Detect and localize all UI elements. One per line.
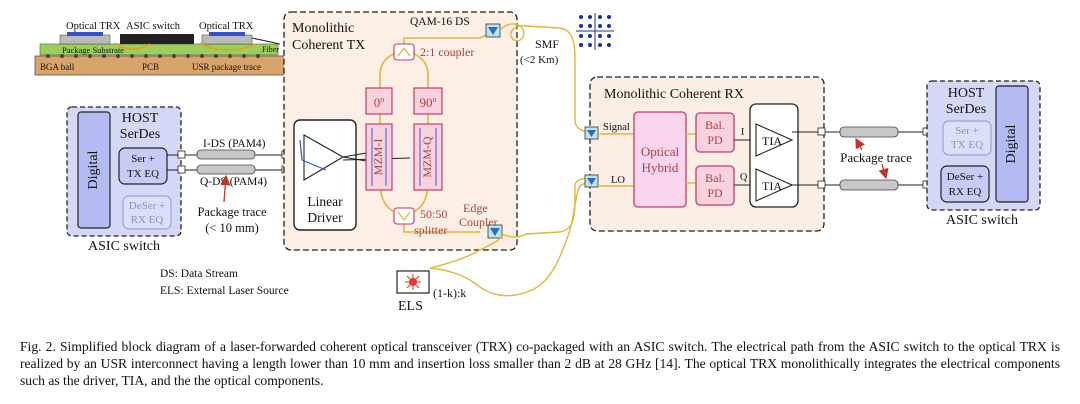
mzm-i-label: MZM-I [371,139,385,176]
smf-fiber [429,23,591,297]
tx-title-line2: Coherent TX [292,38,365,53]
asic-switch-top-label: ASIC switch [126,21,181,32]
host-label-right: HOST [948,86,985,101]
ser-label-left: Ser + [131,153,155,165]
hybrid-label-1: Optical [641,144,680,159]
ser-label-right: Ser + [955,125,979,137]
coupler-label: 2:1 coupler [420,45,474,59]
phase-90-block [413,87,443,115]
package-trace-label-right: Package trace [840,150,912,165]
tx-title-line1: Monolithic [292,21,354,36]
qam16-constellation [576,13,614,50]
linear-driver-block [293,119,357,231]
legend-els: ELS: External Laser Source [160,285,289,297]
right-package-traces: Package trace [792,126,948,191]
asic-switch-label-left: ASIC switch [88,239,160,254]
mzm-i-block [365,123,393,191]
ser-tx-eq-block-left [118,147,168,185]
tia-top-label: TIA [762,134,782,148]
package-cross-section: Optical TRX ASIC switch Optical TRX Pack… [34,21,286,76]
phase-0-label: 0o [374,95,385,110]
splitter-label-1: 50:50 [420,207,447,221]
deser-rx-eq-block-right [940,165,990,203]
smf-length-label: (<2 Km) [520,54,559,66]
host-asic-right: Digital HOST SerDes Ser + TX EQ DeSer + … [926,80,1041,228]
package-trace-length-left: (< 10 mm) [205,221,259,235]
asic-switch-label-right: ASIC switch [946,213,1018,228]
coupler-2-1-block [393,43,415,61]
bga-balls [46,54,260,58]
phase-90-label: 90o [420,95,437,110]
fiber-label: Fiber [262,45,279,54]
pcb-label: PCB [142,62,159,72]
bal-pd-top-label-1: Bal. [705,118,725,132]
split-ratio-label: (1-k):k [433,286,466,300]
figure-caption: Fig. 2. Simplified block diagram of a la… [20,339,1060,388]
serdes-label-right: SerDes [946,102,986,117]
mzm-q-block [413,123,443,191]
optical-trx-right-label: Optical TRX [199,21,254,32]
coherent-rx-panel: Monolithic Coherent RX Signal LO Optical… [584,76,825,232]
rx-title: Monolithic Coherent RX [604,87,744,102]
optical-trx-left-label: Optical TRX [66,21,121,32]
deser-label-left: DeSer + [129,200,165,212]
usr-trace-label: USR package trace [192,62,261,72]
coherent-tx-panel: Monolithic Coherent TX QAM-16 DS Linear … [283,11,518,251]
linear-driver-label-2: Driver [307,210,343,225]
deser-rx-eq-block-left [122,195,172,230]
hybrid-label-2: Hybrid [642,160,679,175]
host-label-left: HOST [122,111,159,126]
left-package-traces: I-DS (PAM4) Q-DS (PAM4) Package trace (<… [167,138,294,235]
digital-label-right: Digital [1004,124,1019,163]
tia-bottom-label: TIA [762,179,782,193]
digital-label-left: Digital [86,150,101,189]
optical-hybrid-block [633,111,687,208]
i-label: I [741,127,744,138]
host-asic-left: Digital HOST SerDes Ser + TX EQ DeSer + … [66,106,182,254]
rx-eq-label-left: RX EQ [131,214,164,226]
els-source: ELS (1-k):k [396,270,466,314]
bal-pd-top-label-2: PD [707,133,723,147]
splitter-block [393,207,415,225]
mzm-q-label: MZM-Q [420,136,434,178]
bal-pd-bottom-label-2: PD [707,186,723,200]
smf-label: SMF [535,37,559,51]
lo-label: LO [611,175,625,186]
signal-label: Signal [603,122,630,133]
ser-tx-eq-block-right [942,120,992,156]
phase-0-block [365,87,393,115]
edge-coupler-label-1: Edge [463,201,488,215]
els-label: ELS [398,299,423,314]
q-ds-label: Q-DS (PAM4) [200,176,267,188]
transceiver-block-diagram: Optical TRX ASIC switch Optical TRX Pack… [34,11,1041,314]
tx-eq-label-right: TX EQ [951,139,983,151]
qam16-label: QAM-16 DS [410,16,470,28]
serdes-label-left: SerDes [120,127,160,142]
bal-pd-bottom-label-1: Bal. [705,171,725,185]
q-label: Q [740,172,748,183]
bal-pd-top-block [695,112,735,153]
package-trace-label-left: Package trace [197,205,267,219]
i-ds-label: I-DS (PAM4) [203,138,266,150]
bga-ball-label: BGA ball [40,62,75,72]
legend-ds: DS: Data Stream [160,268,238,280]
tx-eq-label-left: TX EQ [127,168,159,180]
package-substrate-label: Package Substrate [62,45,124,55]
splitter-label-2: splitter [414,223,447,237]
linear-driver-label-1: Linear [307,194,343,209]
deser-label-right: DeSer + [947,171,983,183]
rx-eq-label-right: RX EQ [949,186,982,198]
